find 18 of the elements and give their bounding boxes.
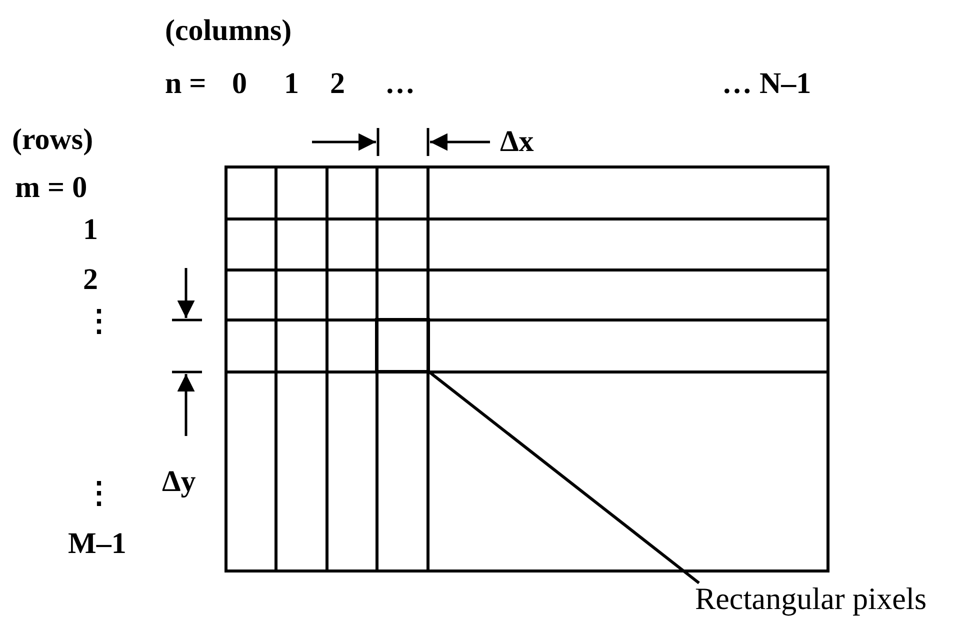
row-index: 1 <box>83 214 98 246</box>
row-index: 2 <box>83 264 98 296</box>
pixel-cell <box>375 318 430 373</box>
row-index: ⋮ <box>84 306 114 338</box>
row-index: m = 0 <box>15 172 88 204</box>
column-index: 0 <box>232 68 247 100</box>
callout-text: Rectangular pixels <box>695 583 927 615</box>
column-index: … <box>385 68 415 100</box>
column-index: … N–1 <box>722 68 812 100</box>
axis-title: (rows) <box>12 124 94 156</box>
column-index: 1 <box>284 68 299 100</box>
axis-title: (columns) <box>165 15 292 47</box>
column-index: 2 <box>330 68 345 100</box>
row-index: M–1 <box>68 528 126 560</box>
row-index: ⋮ <box>84 478 114 510</box>
axis-label: n = <box>165 68 206 100</box>
dimension-label: Δy <box>162 466 196 498</box>
dimension-label: Δx <box>500 126 534 158</box>
